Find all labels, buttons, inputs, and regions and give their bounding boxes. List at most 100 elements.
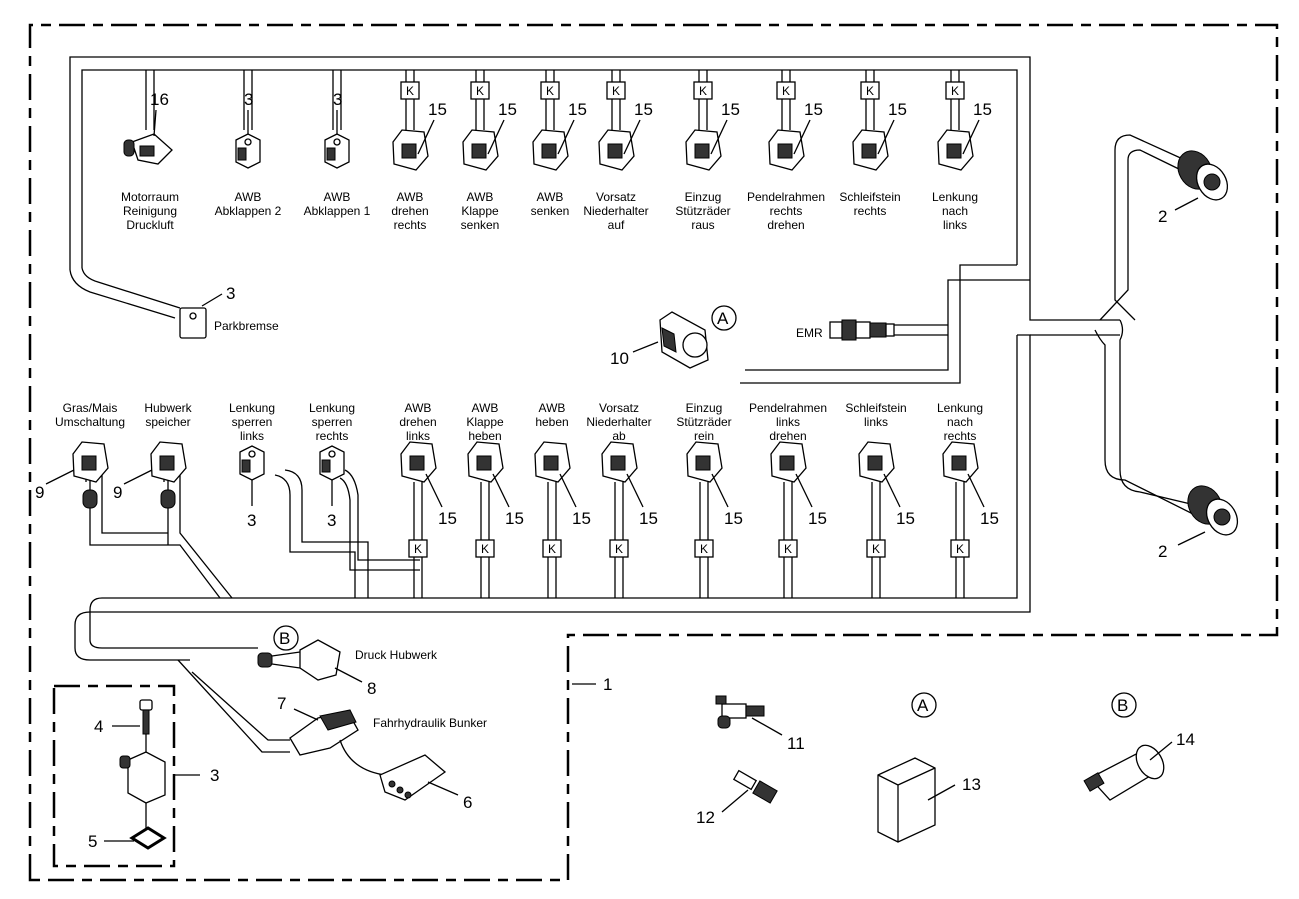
k-marker: K (866, 84, 874, 98)
connector-plug[interactable] (942, 441, 979, 483)
harness-trunks (69, 56, 1196, 753)
connector-plug[interactable] (598, 129, 635, 171)
k-marker: K (872, 542, 880, 556)
ecu-plug[interactable] (659, 311, 709, 369)
connector-plug[interactable] (686, 441, 723, 483)
connector-plug[interactable] (392, 129, 429, 171)
k-marker-box (778, 539, 798, 558)
grommet (160, 489, 176, 509)
part-callout: 15 (634, 100, 653, 119)
connector-label: Abklappen 1 (304, 204, 371, 218)
pressure-switch[interactable] (1083, 740, 1169, 801)
t-piece-callout: 11 (787, 734, 805, 753)
k-marker-box (860, 81, 880, 100)
counter-plug[interactable] (379, 754, 447, 801)
parkbremse-coil[interactable] (179, 293, 223, 339)
druck-hubwerk-label: Druck Hubwerk (355, 648, 438, 662)
connector-plug[interactable] (400, 441, 437, 483)
k-marker: K (548, 542, 556, 556)
connector-plug[interactable] (462, 129, 499, 171)
fahrhydraulik-plug[interactable] (289, 709, 359, 756)
connector-label: links (864, 415, 888, 429)
emr-connector[interactable] (829, 319, 895, 341)
ecu-plug-callout: 10 (610, 349, 629, 368)
connector-label: links (240, 429, 264, 443)
connector-coil[interactable] (239, 445, 265, 481)
connector-plug[interactable] (467, 441, 504, 483)
connector-plug[interactable] (685, 129, 722, 171)
k-marker-box (693, 81, 713, 100)
connector-plug[interactable] (532, 129, 569, 171)
k-marker-box (470, 81, 490, 100)
emr-label: EMR (796, 326, 823, 340)
connector-label: drehen (391, 204, 428, 218)
k-marker: K (699, 84, 707, 98)
connector-label: nach (942, 204, 968, 218)
connector-label: speicher (145, 415, 190, 429)
k-marker: K (546, 84, 554, 98)
connector-label: Stützräder (675, 204, 730, 218)
k-marker-box (776, 81, 796, 100)
connector-label: AWB (405, 401, 432, 415)
connector-plug[interactable] (601, 441, 638, 483)
connector-label: AWB (324, 190, 351, 204)
connector-label: links (406, 429, 430, 443)
connector-plug[interactable] (852, 129, 889, 171)
part-callout: 15 (505, 509, 524, 528)
connector-plug9[interactable] (150, 441, 187, 483)
kit-coil[interactable] (119, 751, 166, 828)
connector-label: Vorsatz (596, 190, 636, 204)
connector-label: rechts (944, 429, 977, 443)
connector-coil[interactable] (235, 133, 261, 169)
connector-valve16[interactable] (123, 133, 173, 165)
k-marker: K (414, 542, 422, 556)
connector-plug[interactable] (534, 441, 571, 483)
connector-label: sperren (232, 415, 273, 429)
connector-plug[interactable] (768, 129, 805, 171)
part-callout: 15 (973, 100, 992, 119)
main-plug-lower[interactable] (1181, 480, 1243, 541)
part-callout: 15 (980, 509, 999, 528)
k-marker: K (784, 542, 792, 556)
part-callout: 15 (498, 100, 517, 119)
harness-boundary (28, 23, 1279, 882)
connector-label: AWB (472, 401, 499, 415)
connector-plug[interactable] (937, 129, 974, 171)
connector-coil[interactable] (319, 445, 345, 481)
connector-label: Pendelrahmen (749, 401, 827, 415)
connector-label: heben (468, 429, 501, 443)
bolt[interactable] (139, 699, 153, 760)
part-callout: 15 (721, 100, 740, 119)
k-marker-box (945, 81, 965, 100)
part-callout: 16 (150, 90, 169, 109)
connector-plug[interactable] (770, 441, 807, 483)
kit-boundary (52, 684, 176, 868)
part-callout: 3 (244, 90, 253, 109)
main-plug-upper[interactable] (1171, 145, 1233, 206)
connector-plug9[interactable] (72, 441, 109, 483)
connector-label: links (943, 218, 967, 232)
kit-coil-callout: 3 (210, 766, 219, 785)
connector-plug[interactable] (858, 441, 895, 483)
connector-label: Klappe (461, 204, 499, 218)
k-marker-box (475, 539, 495, 558)
druck-hubwerk-plug[interactable] (257, 639, 341, 681)
connector-label: drehen (767, 218, 804, 232)
adapter[interactable] (732, 769, 778, 804)
connector-label: Vorsatz (599, 401, 639, 415)
connector-coil[interactable] (324, 133, 350, 169)
part-callout: 9 (35, 483, 44, 502)
connector-label: Einzug (686, 401, 723, 415)
t-piece[interactable] (715, 695, 765, 729)
k-marker-box (694, 539, 714, 558)
cover[interactable] (877, 757, 936, 843)
seal[interactable] (129, 826, 167, 850)
k-marker-box (400, 81, 420, 100)
grommet (82, 489, 98, 509)
counter-plug-callout: 6 (463, 793, 472, 812)
bottom-connectors: Gras/MaisUmschaltung9Hubwerkspeicher9Len… (35, 401, 999, 598)
connector-label: links (776, 415, 800, 429)
part-callout: 15 (639, 509, 658, 528)
part-callout: 3 (327, 511, 336, 530)
druck-hubwerk-callout: 8 (367, 679, 376, 698)
